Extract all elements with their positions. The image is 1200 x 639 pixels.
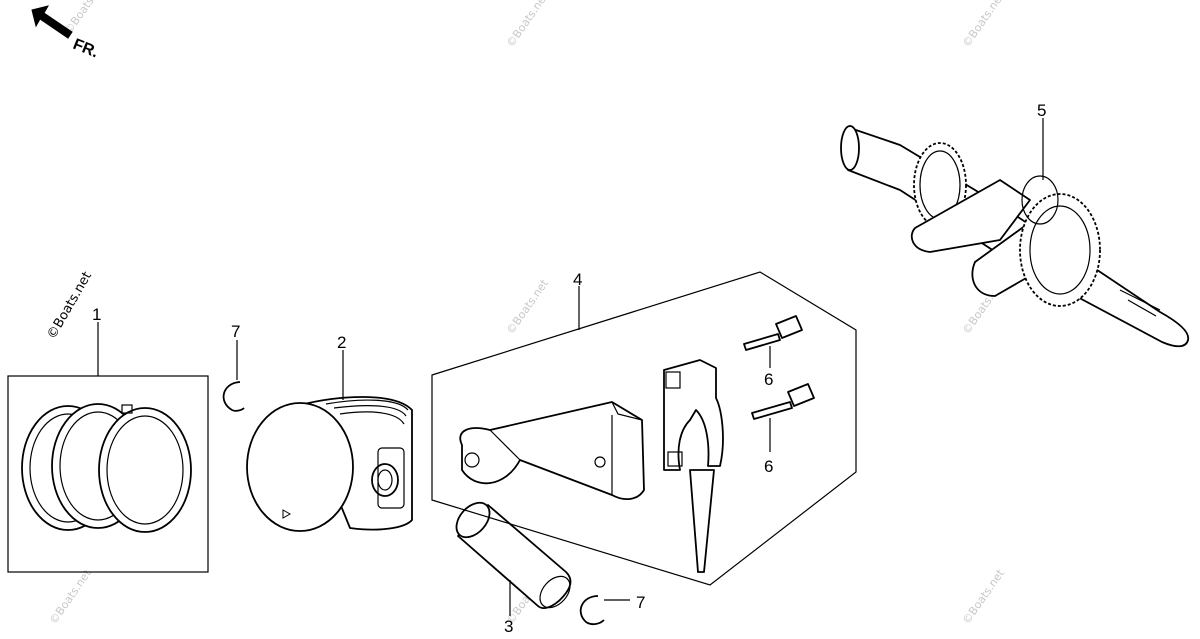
callout-6: 6: [764, 370, 773, 389]
callout-7: 7: [231, 322, 240, 341]
piston-pin: [455, 501, 572, 609]
callout-4: 4: [573, 270, 582, 289]
watermark: ©Boats.net: [504, 0, 552, 50]
callout-3: 3: [504, 617, 513, 636]
watermarks: ©Boats.net ©Boats.net ©Boats.net ©Boats.…: [44, 0, 1007, 627]
piston-pin-clip: [579, 595, 605, 626]
connecting-rod-bolt: [751, 383, 815, 420]
watermark: ©Boats.net: [960, 0, 1008, 50]
leader-lines: [97, 118, 1044, 616]
front-direction-arrow-icon: [31, 5, 73, 39]
callout-7: 7: [636, 593, 645, 612]
front-direction-label: FR.: [71, 36, 101, 61]
watermark: ©Boats.net: [960, 567, 1008, 627]
piston-pin-clip: [222, 381, 245, 412]
callouts: 1 2 3 4 5 6 6 7 7: [92, 101, 1046, 636]
watermark: ©Boats.net: [44, 269, 95, 342]
watermark: ©Boats.net: [47, 567, 95, 627]
connecting-rod-bolt: [743, 315, 803, 351]
watermark: ©Boats.net: [504, 277, 552, 337]
connecting-rod-assembly: [431, 271, 857, 586]
callout-6: 6: [764, 457, 773, 476]
callout-2: 2: [337, 333, 346, 352]
callout-1: 1: [92, 305, 101, 324]
callout-5: 5: [1037, 101, 1046, 120]
front-direction-indicator: FR.: [31, 5, 101, 61]
piston-ring-set: [7, 375, 209, 573]
piston: [246, 396, 413, 532]
crankshaft: [840, 125, 1190, 348]
